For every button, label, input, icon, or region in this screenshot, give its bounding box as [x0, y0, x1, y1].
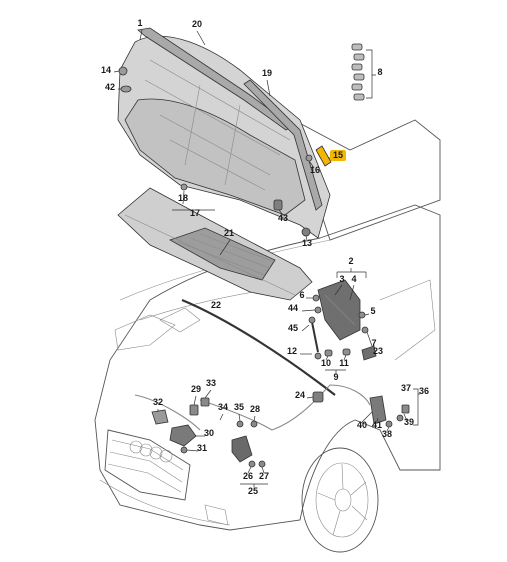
callout-label-21: 21 — [224, 228, 234, 238]
callout-label-19: 19 — [262, 68, 272, 78]
highlight-marker — [330, 150, 346, 161]
callout-label-5: 5 — [370, 306, 375, 316]
callout-label-38: 38 — [382, 429, 392, 439]
callout-label-3: 3 — [339, 274, 344, 284]
highlighted-bracket — [315, 145, 332, 167]
callout-label-20: 20 — [192, 19, 202, 29]
callout-label-17: 17 — [190, 208, 200, 218]
callout-label-31: 31 — [197, 443, 207, 453]
callout-label-8: 8 — [377, 67, 382, 77]
callout-label-10: 10 — [321, 358, 331, 368]
hood-panel — [117, 27, 331, 239]
callout-label-6: 6 — [299, 290, 304, 300]
callout-label-7: 7 — [371, 338, 376, 348]
callout-label-28: 28 — [250, 404, 260, 414]
callout-label-30: 30 — [204, 428, 214, 438]
callout-label-37: 37 — [401, 383, 411, 393]
callout-label-12: 12 — [287, 346, 297, 356]
callout-label-23: 23 — [373, 346, 383, 356]
callout-label-25: 25 — [248, 486, 258, 496]
seal-and-cable — [134, 298, 371, 431]
callout-label-11: 11 — [339, 358, 349, 368]
callout-label-9: 9 — [333, 372, 338, 382]
callout-label-14: 14 — [101, 65, 111, 75]
callout-label-29: 29 — [191, 384, 201, 394]
callout-label-42: 42 — [105, 82, 115, 92]
cowl-panel — [117, 187, 313, 301]
callout-label-22: 22 — [211, 300, 221, 310]
callout-label-2: 2 — [348, 256, 353, 266]
leader-lines — [113, 29, 420, 487]
callout-label-26: 26 — [243, 471, 253, 481]
callout-label-18: 18 — [178, 193, 188, 203]
callout-label-4: 4 — [351, 274, 356, 284]
callout-label-43: 43 — [278, 213, 288, 223]
callout-label-36: 36 — [419, 386, 429, 396]
callout-label-1: 1 — [137, 18, 142, 28]
callout-label-33: 33 — [206, 378, 216, 388]
callout-label-45: 45 — [288, 323, 298, 333]
callout-label-27: 27 — [259, 471, 269, 481]
callout-label-15: 15 — [333, 150, 343, 160]
callout-label-40: 40 — [357, 420, 367, 430]
clip-set — [351, 43, 365, 101]
callout-label-32: 32 — [153, 397, 163, 407]
callout-label-44: 44 — [288, 303, 298, 313]
callout-label-39: 39 — [404, 417, 414, 427]
callout-label-35: 35 — [234, 402, 244, 412]
callout-label-13: 13 — [302, 238, 312, 248]
callout-label-41: 41 — [372, 420, 382, 430]
callout-label-24: 24 — [295, 390, 305, 400]
callout-label-34: 34 — [218, 402, 228, 412]
callout-label-16: 16 — [310, 165, 320, 175]
